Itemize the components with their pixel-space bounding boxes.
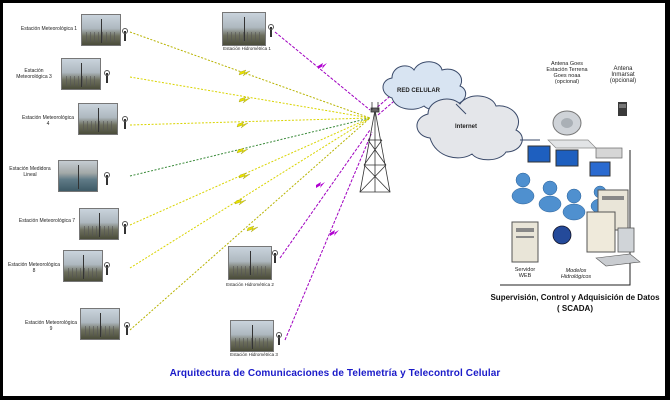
hydro-label-3: Estación Hidrométrica 3 [230,352,278,357]
page-title: Arquitectura de Comunicaciones de Teleme… [169,368,501,379]
server-icon [511,189,629,263]
station-photo-4 [58,160,98,192]
inmarsat-antenna-icon [618,102,627,116]
link-line-5 [129,117,371,226]
satellite-dish-icon [547,110,597,149]
station-photo-7 [80,308,120,340]
station-label-5: Estación Meteorológica 7 [18,218,76,224]
antenna-icon [104,70,110,84]
web-server-label: Servidor WEB [514,267,536,279]
lightning-link-icon [238,69,251,77]
link-line-2 [129,76,371,119]
internet-label: Internet [455,124,478,130]
antenna-icon [276,332,282,346]
workstation-icon [595,227,641,267]
user-icon [538,180,562,213]
lightning-link-icon [316,182,325,188]
link-line-1 [129,31,371,119]
globe-icon [552,225,572,245]
station-photo-2 [61,58,101,90]
left-connection-lines [129,31,371,331]
link-line-h3 [284,131,373,341]
inmarsat-antenna-label: Antena Inmarsat (opcional) [609,66,637,84]
hydro-label-1: Estación Hidrométrica 1 [223,46,271,51]
link-line-h1 [274,31,371,111]
station-label-3: Estación Meteorológica 4 [22,115,74,127]
antenna-icon [122,221,128,235]
station-photo-5 [79,208,119,240]
antenna-icon [272,250,278,264]
hydro-models-label: Modelos Hidrológicos [560,268,592,280]
lightning-link-icon [236,147,249,155]
station-photo-1 [81,14,121,46]
cellular-network-cloud [382,61,467,111]
cellular-network-label: RED CELULAR [397,88,440,94]
hydro-photo-3 [230,320,274,352]
lightning-link-icon [330,230,339,236]
link-line-h2 [279,129,371,259]
user-icon [511,172,535,205]
hydro-photo-1 [222,12,266,46]
goes-antenna-label: Antena Goes Estación Terrena Goes noaa (… [546,61,588,85]
cloud-link [455,103,467,115]
purple-lightning-icons [316,63,339,236]
antenna-icon [122,28,128,42]
station-label-4: Estación Medidora Lineal [9,166,51,178]
antenna-icon [122,116,128,130]
station-photo-6 [63,250,103,282]
hydro-label-2: Estación Hidrométrica 2 [226,282,274,287]
lightning-link-icon [238,172,251,180]
scada-bracket [500,150,631,286]
cell-tower-icon [359,102,391,193]
lightning-link-icons [234,69,259,233]
station-label-6: Estación Meteorológica 8 [8,262,60,274]
antenna-icon [104,172,110,186]
lightning-link-icon [318,63,327,69]
antenna-icon [104,262,110,276]
monitor-icon [527,145,623,177]
station-label-7: Estación Meteorológica 9 [25,320,77,332]
link-line-6 [129,117,371,269]
lightning-link-icon [246,225,259,233]
hydro-photo-2 [228,246,272,280]
lightning-link-icon [236,121,249,129]
internet-cloud [416,95,523,161]
scada-caption: Supervisión, Control y Adquisición de Da… [490,293,660,313]
antenna-icon [124,322,130,336]
station-label-1: Estación Meteorológica 1 [20,26,78,32]
user-icon [562,188,586,221]
center-connection-lines [274,31,373,341]
link-line-4 [129,117,371,177]
lightning-link-icon [238,96,251,104]
station-label-2: Estación Meteorológica 3 [16,68,52,80]
lightning-link-icon [234,198,247,206]
antenna-icon [268,24,274,38]
link-line-7 [129,117,371,331]
station-photo-3 [78,103,118,135]
link-line-3 [129,117,371,126]
